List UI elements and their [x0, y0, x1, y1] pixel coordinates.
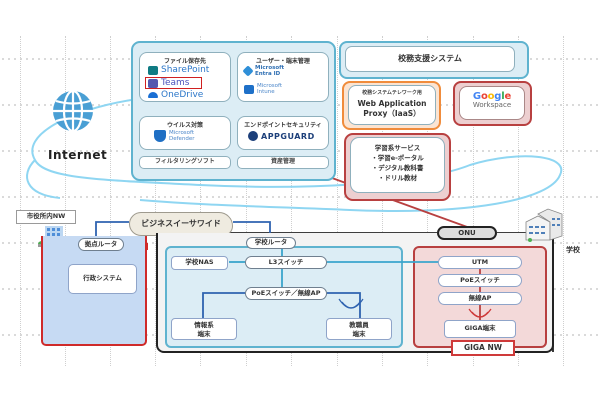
onedrive-icon	[148, 92, 158, 98]
business-ether-wide-cloud: ビジネスイーサワイド	[129, 212, 233, 236]
grid-line	[563, 36, 564, 366]
ether-link-school	[233, 221, 271, 236]
wifi-icon-staff	[338, 298, 364, 309]
endpoint-security-box: エンドポイントセキュリティ APPGUARD	[237, 116, 329, 150]
teams-icon	[148, 78, 158, 88]
defender-shield-icon	[154, 130, 166, 142]
l3-switch: L3スイッチ	[245, 256, 327, 269]
staff-terminal-line1: 教職員	[349, 321, 369, 329]
grid-line	[246, 36, 247, 366]
internet-orbit	[31, 99, 563, 212]
file-storage-box: ファイル保存先 SharePoint Teams OneDrive	[139, 52, 231, 102]
sharepoint-icon	[148, 65, 158, 75]
giga-wireless-ap: 無線AP	[438, 292, 522, 305]
sharepoint-item: SharePoint	[148, 65, 209, 75]
staff-terminal-line2: 端末	[352, 330, 366, 338]
giga-nw-label: GIGA NW	[451, 340, 515, 356]
file-storage-title: ファイル保存先	[163, 58, 206, 65]
giga-terminal: GIGA端末	[444, 320, 516, 338]
appguard-label: APPGUARD	[261, 131, 315, 141]
intune-line2: Intune	[257, 89, 275, 95]
grid-line	[291, 36, 292, 366]
onedrive-item: OneDrive	[148, 90, 203, 100]
endpoint-security-title: エンドポイントセキュリティ	[244, 122, 322, 129]
poe-info-link	[202, 292, 245, 318]
wifi-icon-giga	[468, 308, 492, 318]
grid-line	[65, 36, 66, 366]
poe-staff-link	[327, 292, 361, 318]
city-hall-network-label: 市役所内NW	[16, 210, 76, 224]
grid-line	[473, 36, 474, 366]
school-building-icon	[525, 208, 563, 242]
info-terminal-line2: 端末	[197, 330, 211, 338]
grid-line	[427, 36, 428, 366]
user-device-mgmt-title: ユーザー・端末管理	[256, 58, 310, 65]
school-router: 学校ルータ	[246, 237, 296, 249]
internet-label: Internet	[48, 148, 108, 162]
teams-label: Teams	[161, 78, 190, 88]
giga-poe-switch: PoEスイッチ	[438, 274, 522, 287]
defender-item: Microsoft Defender	[154, 130, 195, 142]
entra-id-item: Microsoft Entra ID	[242, 65, 285, 77]
school-label: 学校	[566, 246, 580, 254]
web-application-proxy: 校務システムテレワーク用 Web Application Proxy（IaaS）	[348, 85, 436, 125]
ether-link	[95, 221, 129, 240]
school-affairs-system: 校務支援システム	[345, 46, 515, 72]
antivirus-title: ウイルス対策	[166, 122, 203, 129]
antivirus-box: ウイルス対策 Microsoft Defender	[139, 116, 231, 150]
proxy-subtitle: 校務システムテレワーク用	[362, 90, 422, 96]
utm-device: UTM	[438, 256, 522, 269]
learning-item: ・ドリル教材	[378, 174, 417, 182]
grid-line	[337, 36, 338, 366]
filtering-software-box: フィルタリングソフト	[139, 156, 231, 169]
appguard-item: APPGUARD	[248, 131, 315, 141]
entra-line1: Microsoft	[255, 65, 285, 71]
onu-device: ONU	[437, 226, 497, 240]
learning-item: ・デジタル教科書	[371, 164, 424, 172]
intune-icon	[244, 84, 254, 94]
defender-line1: Microsoft	[169, 130, 195, 136]
grid-line	[518, 36, 519, 366]
internet-orbit-tail	[26, 159, 61, 199]
admin-system: 行政システム	[68, 264, 137, 294]
learning-item: ・学習e-ポータル	[371, 154, 424, 162]
intune-line1: Microsoft	[257, 83, 283, 89]
learning-title: 学習系サービス	[374, 144, 421, 152]
info-terminal: 情報系 端末	[171, 318, 237, 340]
grid-line	[110, 36, 111, 366]
google-workspace: Google Workspace	[459, 86, 525, 120]
teams-item-highlighted: Teams	[145, 77, 203, 89]
grid-line	[382, 36, 383, 366]
grid-line	[20, 36, 21, 366]
base-router: 拠点ルータ	[78, 238, 124, 251]
entra-line2: Entra ID	[255, 71, 281, 77]
proxy-line1: Web Application	[357, 99, 427, 108]
workspace-label: Workspace	[472, 101, 512, 109]
intune-item: Microsoft Intune	[244, 83, 282, 95]
globe-icon	[53, 89, 93, 133]
learning-services: 学習系サービス ・学習e-ポータル ・デジタル教科書 ・ドリル教材	[350, 137, 445, 193]
poe-switch-wireless-ap: PoEスイッチ／無線AP	[245, 287, 327, 300]
google-logo-text: Google	[472, 91, 512, 102]
onedrive-label: OneDrive	[161, 90, 204, 100]
sharepoint-label: SharePoint	[161, 65, 210, 75]
staff-terminal: 教職員 端末	[326, 318, 392, 340]
school-nas: 学校NAS	[171, 256, 228, 270]
cloud-services-panel: ファイル保存先 SharePoint Teams OneDrive ユーザー・端…	[131, 41, 336, 181]
proxy-line2: Proxy（IaaS）	[363, 109, 421, 118]
info-terminal-line1: 情報系	[194, 321, 214, 329]
appguard-icon	[248, 131, 258, 141]
defender-line2: Defender	[169, 136, 195, 142]
user-device-mgmt-box: ユーザー・端末管理 Microsoft Entra ID Microsoft I…	[237, 52, 329, 102]
asset-mgmt-box: 資産管理	[237, 156, 329, 169]
grid-line	[200, 36, 201, 366]
